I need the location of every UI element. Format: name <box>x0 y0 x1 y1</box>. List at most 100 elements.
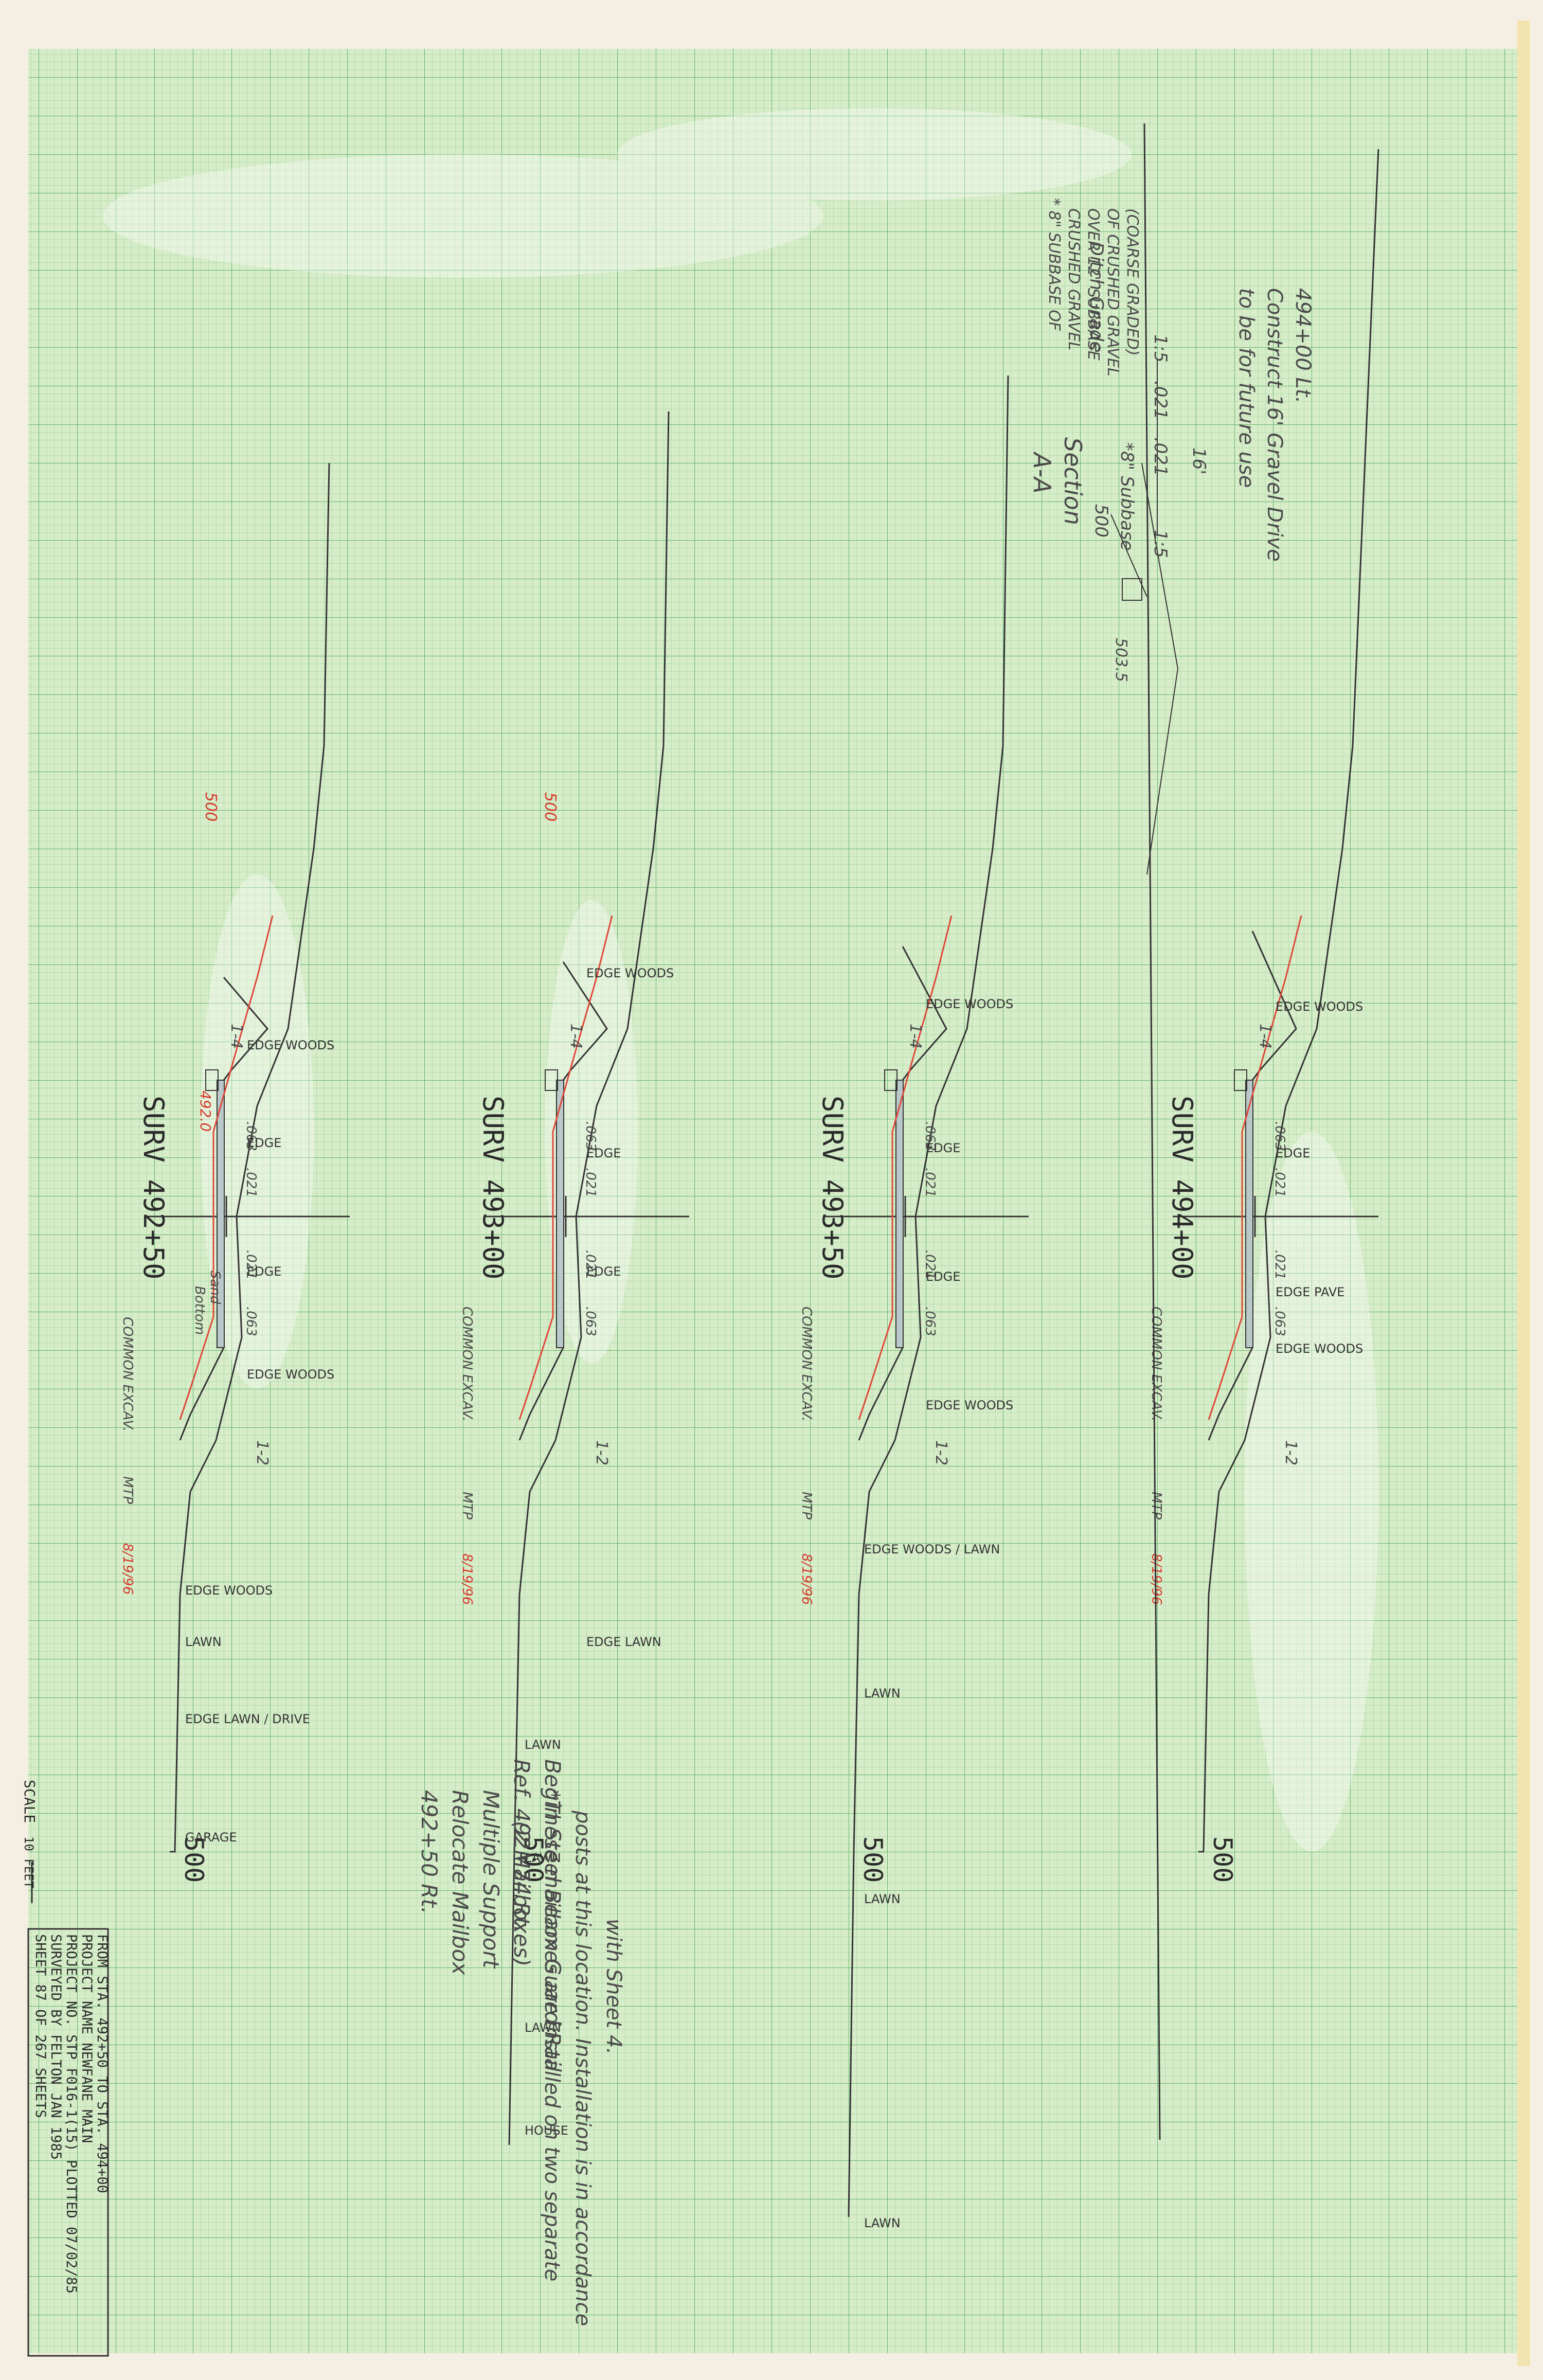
detail-title-3: to be for future use <box>1234 288 1258 488</box>
feature-label: EDGE LAWN <box>586 1635 661 1649</box>
scale-bar: SCALE 10 FEET <box>21 1780 38 1903</box>
red-elevation-group: 500 <box>541 792 559 821</box>
title-from-to: FROM STA. 492+50 TO STA. 494+00 <box>94 1934 110 2193</box>
feature-label: LAWN <box>525 2020 561 2035</box>
grade-offset: .021 <box>583 1250 598 1280</box>
mailbox-star-2: posts at this location. Installation is … <box>571 1810 595 2326</box>
feature-label: EDGE WOODS <box>1276 999 1363 1014</box>
feature-label-group: LAWN <box>525 1738 561 1752</box>
slope-upper: 1-4 <box>1256 1024 1274 1049</box>
detail-subbase: *8" Subbase <box>1117 442 1137 551</box>
bottom-elevation: 500 <box>858 1836 888 1883</box>
detail-title-1: 494+00 Lt. <box>1291 288 1315 403</box>
section-note: MTP <box>459 1492 475 1519</box>
bottom-elevation: 500 <box>1208 1836 1237 1883</box>
grade-offset-group: .021 <box>583 1168 598 1197</box>
section-note-group: MTP <box>120 1476 135 1504</box>
grade-offset-group: .063 <box>1272 1121 1287 1151</box>
feature-label: EDGE WOODS <box>586 966 674 980</box>
guard-rail-post <box>205 1069 219 1091</box>
detail-dimension: 16' <box>1189 448 1209 475</box>
feature-label-group: EDGE WOODS <box>1276 1341 1363 1356</box>
section-note: MTP <box>120 1476 135 1504</box>
feature-label-group: EDGE <box>926 1141 960 1155</box>
slope-lower: 1-2 <box>253 1440 271 1465</box>
feature-label: LAWN <box>185 1635 222 1649</box>
title-project-no: PROJECT NO. STP F016-1(15) PLOTTED 07/02… <box>63 1934 79 2294</box>
section-note-group: 8/19/96 <box>799 1553 814 1605</box>
feature-label-group: EDGE WOODS <box>586 966 674 980</box>
mailbox-star-1: *These mailboxes are installed on two se… <box>540 1790 564 2281</box>
grade-offset-group: .063 <box>243 1307 259 1336</box>
feature-label: LAWN <box>525 1738 561 1752</box>
detail-grade-left: .021 <box>1150 381 1171 420</box>
slope-upper-group: 1-4 <box>906 1024 924 1049</box>
grade-offset: .021 <box>1272 1168 1287 1197</box>
section-note: MTP <box>799 1492 814 1519</box>
feature-label: EDGE WOODS <box>926 997 1013 1011</box>
feature-label: EDGE LAWN / DRIVE <box>185 1712 310 1726</box>
slope-lower-group: 1-2 <box>1282 1440 1300 1465</box>
detail-section-id: A-A <box>1028 451 1056 494</box>
slope-lower-group: 1-2 <box>253 1440 271 1465</box>
feature-label: EDGE PAVE <box>1276 1285 1344 1299</box>
section-note: COMMON EXCAV. <box>459 1307 475 1421</box>
guard-rail-text: Begin Steel Beam Guard Rail <box>540 1759 565 2072</box>
mailbox-relocate: Relocate Mailbox <box>447 1790 473 1976</box>
grade-offset-group: .063 <box>583 1307 598 1336</box>
pavement-layer <box>217 1080 225 1348</box>
revision-line <box>1208 915 1302 1420</box>
section-note: COMMON EXCAV. <box>1149 1307 1164 1421</box>
bottom-elevation-group: 500 <box>858 1836 888 1883</box>
section-note-group: MTP <box>459 1492 475 1519</box>
station-label-group: SURV 493+50 <box>816 1096 849 1280</box>
cross-section-2: SURV 493+00500500.063.021.021.0631-41-2E… <box>459 411 689 2145</box>
feature-label-group: EDGE WOODS <box>185 1583 273 1598</box>
grade-offset: .063 <box>583 1121 598 1151</box>
feature-label-group: EDGE PAVE <box>1276 1285 1344 1299</box>
grade-offset-group: .021 <box>922 1250 938 1280</box>
grade-offset: .021 <box>922 1250 938 1280</box>
feature-label-group: LAWN <box>864 2216 901 2230</box>
feature-label-group: EDGE <box>926 1269 960 1284</box>
feature-label: EDGE WOODS <box>185 1583 273 1598</box>
feature-label-group: EDGE WOODS / LAWN <box>864 1542 1000 1556</box>
slope-lower: 1-2 <box>1282 1440 1300 1465</box>
mailbox-station: 492+50 Rt. <box>417 1790 442 1914</box>
feature-label-group: EDGE WOODS <box>926 1398 1013 1412</box>
slope-upper: 1-4 <box>567 1024 585 1049</box>
erasure-marks <box>103 108 1378 1852</box>
detail-elev: 500 <box>1091 504 1111 538</box>
feature-label: EDGE WOODS <box>247 1367 334 1382</box>
title-surveyed: SURVEYED BY FELTON JAN 1985 <box>48 1934 64 2160</box>
red-elevation-group: 500 <box>202 792 220 821</box>
title-sheet: SHEET 87 OF 267 SHEETS <box>32 1934 48 2118</box>
scale-value: 10 FEET <box>22 1836 36 1888</box>
grade-offset-group: .063 <box>243 1121 259 1151</box>
slope-lower-group: 1-2 <box>593 1440 611 1465</box>
grade-offset: .063 <box>1272 1121 1287 1151</box>
pavement-layer <box>556 1080 564 1348</box>
feature-label: EDGE <box>926 1269 960 1284</box>
feature-label-group: HOUSE <box>525 2123 568 2138</box>
existing-ground-line <box>1198 149 1379 1853</box>
detail-note-3: OVER 12" SUBBASE <box>1084 208 1102 361</box>
feature-label: GARAGE <box>185 1830 237 1845</box>
slope-upper: 1-4 <box>227 1024 245 1049</box>
feature-label-group: LAWN <box>525 2020 561 2035</box>
existing-ground-line <box>508 411 670 2145</box>
cross-section-4: SURV 494+00500.063.021.021.0631-41-2EDGE… <box>1149 149 1379 1883</box>
revision-line <box>858 915 953 1420</box>
feature-label: EDGE WOODS <box>247 1038 334 1052</box>
grade-offset: .021 <box>583 1168 598 1197</box>
cross-sections: SURV 492+50500500492.0.063.021.021.0631-… <box>120 149 1379 2230</box>
cross-section-3: SURV 493+50500.063.021.021.0631-41-2EDGE… <box>799 375 1029 2230</box>
slope-upper-group: 1-4 <box>567 1024 585 1049</box>
station-label: SURV 493+50 <box>816 1096 849 1280</box>
grade-offset: .063 <box>1272 1307 1287 1336</box>
detail-section-label: Section <box>1059 437 1087 525</box>
station-label-group: SURV 492+50 <box>137 1096 170 1280</box>
station-label: SURV 493+00 <box>477 1096 509 1280</box>
feature-label-group: EDGE WOODS <box>247 1038 334 1052</box>
